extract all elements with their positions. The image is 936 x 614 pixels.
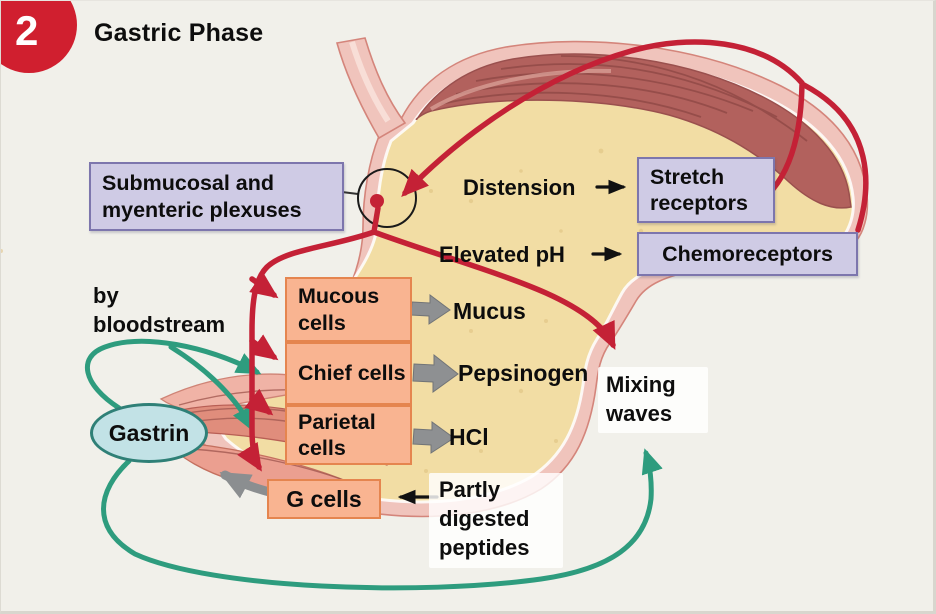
mucus-arrow: [410, 294, 451, 325]
plexuses-box: Submucosal and myenteric plexuses: [89, 162, 344, 231]
red-stub-mucous: [249, 272, 279, 299]
gastrin-ellipse: Gastrin: [90, 403, 208, 463]
red-feedback-to-plexus: [401, 39, 805, 197]
by-bloodstream-label: by bloodstream: [93, 283, 226, 338]
mucus-label: Mucus: [453, 298, 526, 324]
stretch-receptors-box: Stretch receptors: [637, 157, 775, 223]
fundus-highlight: [429, 68, 612, 111]
elevated-ph-label: Elevated pH: [439, 242, 565, 267]
parietal-cells-label: Parietal cells: [298, 409, 376, 460]
partly-digested-peptides-label: Partly digested peptides: [429, 473, 563, 569]
red-stretch-to-cusp: [770, 82, 805, 192]
mucous-cells-label: Mucous cells: [298, 284, 380, 335]
red-stub-parietal: [244, 388, 274, 416]
g-cells-label: G cells: [286, 485, 362, 512]
hcl-arrow: [412, 421, 455, 454]
bloodstream-pathways: [85, 338, 663, 591]
neural-pathways: [237, 39, 869, 472]
distension-label: Distension: [463, 175, 576, 200]
hcl-label: HCl: [449, 424, 489, 450]
gastrin-label: Gastrin: [108, 419, 190, 446]
secretion-arrows: [410, 294, 459, 454]
chief-cells-label: Chief cells: [298, 361, 406, 386]
mucous-cells-box: Mucous cells: [285, 277, 412, 342]
red-right-branch-to-mixing-waves: [371, 229, 616, 350]
chemoreceptors-label: Chemoreceptors: [662, 241, 833, 266]
green-loop-gastrin-to-mixing-waves: [101, 448, 663, 591]
plexuses-label: Submucosal and myenteric plexuses: [102, 171, 302, 222]
step-number: 2: [15, 7, 39, 54]
plexus-dot: [370, 194, 384, 208]
mixing-waves-label: Mixing waves: [598, 367, 708, 434]
stretch-receptors-label: Stretch receptors: [650, 164, 748, 215]
green-branch-to-parietal: [168, 344, 255, 433]
pepsinogen-label: Pepsinogen: [458, 360, 589, 386]
chemoreceptors-box: Chemoreceptors: [637, 232, 858, 276]
parietal-cells-box: Parietal cells: [285, 405, 412, 465]
plexus-circle: [357, 168, 417, 228]
pepsinogen-arrow: [412, 353, 459, 393]
red-chemo-to-cusp: [801, 82, 869, 233]
red-plexus-trunk: [371, 205, 381, 235]
plexus-connector-line: [341, 191, 359, 195]
green-loop-gastrin-to-chief: [85, 338, 262, 411]
esophagus-lumen: [349, 41, 391, 123]
g-cells-box: G cells: [267, 479, 381, 519]
red-stub-chief: [249, 334, 279, 361]
chief-cells-box: Chief cells: [285, 342, 412, 405]
fundus-muscle-striations: [440, 55, 808, 142]
figure-title: Gastric Phase: [94, 19, 264, 47]
